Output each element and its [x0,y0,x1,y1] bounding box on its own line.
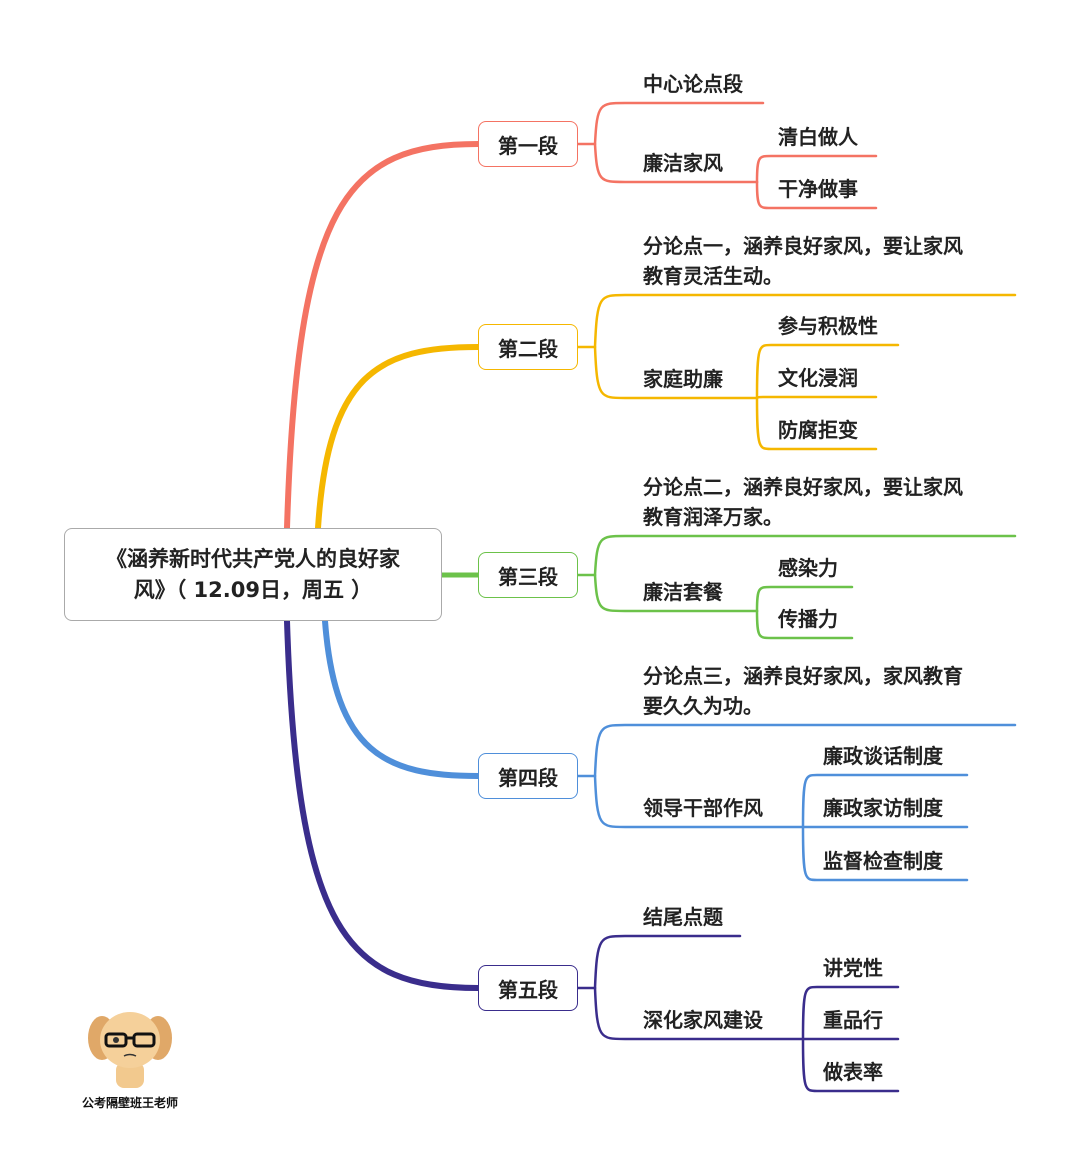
branch-label: 第四段 [498,765,558,790]
child-topic-text[interactable]: 分论点一，涵养良好家风，要让家风 [643,234,963,258]
child-connector-line [593,573,759,613]
main-branch-line [284,618,481,991]
dog-mascot-icon [88,1012,172,1088]
branch-node-2[interactable]: 第二段 [478,324,578,370]
child-topic-text[interactable]: 分论点二，涵养良好家风，要让家风 [643,475,963,499]
child-connector-line [593,534,1017,577]
subtopic-connector-line [755,154,878,184]
subtopic-connector-line [755,343,900,400]
branch-node-1[interactable]: 第一段 [478,121,578,167]
subtopic-text[interactable]: 感染力 [778,556,838,580]
child-topic-text[interactable]: 领导干部作风 [643,796,763,820]
child-topic-text[interactable]: 教育灵活生动。 [643,264,783,288]
child-connector-line [593,774,805,829]
branch-label: 第一段 [498,133,558,158]
subtopic-connector-line [755,609,854,640]
root-title-line2: 风》（ 12.09日，周五 ） [133,577,373,602]
subtopic-connector-line [755,395,878,400]
subtopic-connector-line [755,396,878,451]
child-topic-text[interactable]: 家庭助廉 [643,367,723,391]
watermark-caption: 公考隔壁班王老师 [81,1096,178,1110]
subtopic-text[interactable]: 廉政谈话制度 [823,744,943,768]
child-connector-line [593,142,759,184]
branch-node-5[interactable]: 第五段 [478,965,578,1011]
main-branch-line [322,618,481,779]
subtopic-text[interactable]: 文化浸润 [778,366,858,390]
subtopic-connector-line [801,825,969,882]
main-branch-line [315,344,481,531]
subtopic-text[interactable]: 讲党性 [823,956,883,980]
child-topic-text[interactable]: 结尾点题 [643,905,723,929]
subtopic-connector-line [755,180,878,210]
child-topic-text[interactable]: 廉洁套餐 [643,580,723,604]
branch-node-3[interactable]: 第三段 [478,552,578,598]
child-topic-text[interactable]: 廉洁家风 [643,151,723,175]
root-node[interactable]: 《涵养新时代共产党人的良好家 风》（ 12.09日，周五 ） [64,528,442,621]
subtopic-text[interactable]: 廉政家访制度 [823,796,943,820]
watermark-logo: 公考隔壁班王老师 [70,1000,190,1111]
child-connector-line [593,723,1017,778]
child-topic-text[interactable]: 要久久为功。 [643,694,763,718]
branch-label: 第二段 [498,336,558,361]
subtopic-connector-line [801,985,900,1041]
branch-node-4[interactable]: 第四段 [478,753,578,799]
child-topic-text[interactable]: 中心论点段 [643,72,743,96]
child-connector-line [593,934,742,990]
subtopic-text[interactable]: 做表率 [823,1060,883,1084]
subtopic-text[interactable]: 监督检查制度 [823,849,943,873]
child-topic-text[interactable]: 深化家风建设 [643,1008,763,1032]
branch-label: 第五段 [498,977,558,1002]
child-connector-line [593,986,805,1041]
subtopic-connector-line [801,1037,900,1093]
subtopic-text[interactable]: 参与积极性 [778,314,878,338]
subtopic-text[interactable]: 传播力 [778,607,838,631]
child-connector-line [593,101,765,146]
subtopic-connector-line [801,773,969,829]
child-connector-line [593,293,1017,349]
subtopic-text[interactable]: 清白做人 [778,125,858,149]
subtopic-text[interactable]: 干净做事 [778,177,858,201]
branch-label: 第三段 [498,564,558,589]
subtopic-connector-line [755,585,854,613]
main-branch-line [284,141,481,531]
root-title-line1: 《涵养新时代共产党人的良好家 [106,546,400,571]
child-topic-text[interactable]: 分论点三，涵养良好家风，家风教育 [643,664,963,688]
child-topic-text[interactable]: 教育润泽万家。 [643,505,783,529]
subtopic-text[interactable]: 重品行 [823,1008,883,1032]
child-connector-line [593,345,759,400]
subtopic-text[interactable]: 防腐拒变 [778,418,858,442]
